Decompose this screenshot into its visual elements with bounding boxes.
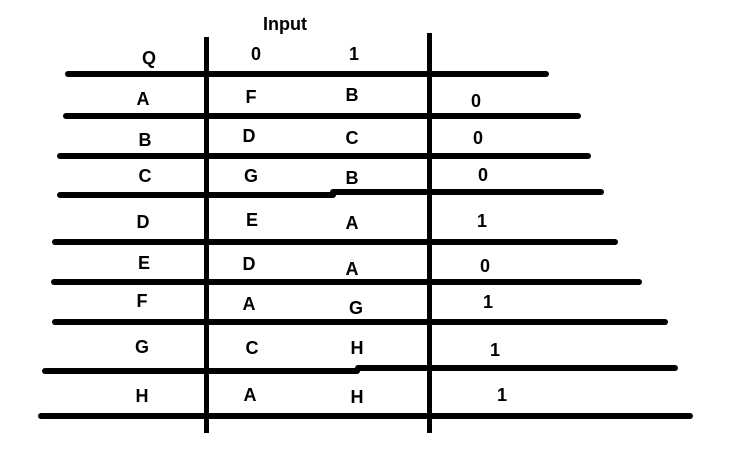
next-state-0-cell: E <box>245 210 259 230</box>
next-state-0-cell: G <box>243 166 259 186</box>
next-state-1-cell: B <box>345 168 359 188</box>
next-state-0-cell: F <box>245 87 257 107</box>
input-1-column-header: 1 <box>348 44 360 64</box>
state-cell: E <box>137 253 151 273</box>
next-state-1-cell: C <box>345 128 359 148</box>
state-cell: F <box>136 291 148 311</box>
output-cell: 1 <box>496 385 508 405</box>
state-cell: A <box>136 89 150 109</box>
next-state-0-cell: A <box>243 385 257 405</box>
next-state-1-cell: A <box>345 213 359 233</box>
header-underline <box>65 71 549 77</box>
next-state-1-cell: B <box>345 85 359 105</box>
output-cell: 1 <box>476 211 488 231</box>
next-state-0-cell: D <box>242 126 256 146</box>
next-state-0-cell: C <box>245 338 259 358</box>
next-state-0-cell: D <box>242 254 256 274</box>
state-column-divider-line <box>204 37 209 433</box>
table-bottom-line <box>38 413 693 419</box>
next-state-0-cell: A <box>242 294 256 314</box>
row-divider-a <box>63 113 581 119</box>
output-cell: 0 <box>479 256 491 276</box>
next-state-1-cell: A <box>345 259 359 279</box>
next-state-1-cell: H <box>350 387 364 407</box>
row-divider-g-right <box>355 365 678 371</box>
output-cell: 0 <box>477 165 489 185</box>
row-divider-b <box>57 153 591 159</box>
row-divider-f <box>52 319 668 325</box>
output-cell: 0 <box>470 91 482 111</box>
input-group-title: Input <box>263 14 307 34</box>
state-cell: B <box>138 130 152 150</box>
output-cell: 1 <box>489 340 501 360</box>
row-divider-g-left <box>42 368 360 374</box>
output-column-divider-line <box>427 33 432 433</box>
row-divider-c-left <box>57 192 336 198</box>
state-cell: H <box>135 386 149 406</box>
state-cell: G <box>134 337 150 357</box>
state-cell: C <box>138 166 152 186</box>
row-divider-c-right <box>330 189 604 195</box>
state-cell: D <box>136 212 150 232</box>
output-cell: 1 <box>482 292 494 312</box>
row-divider-e <box>51 279 642 285</box>
row-divider-d <box>52 239 618 245</box>
state-column-header: Q <box>141 48 157 68</box>
input-0-column-header: 0 <box>250 44 262 64</box>
next-state-1-cell: G <box>348 298 364 318</box>
next-state-1-cell: H <box>350 338 364 358</box>
output-cell: 0 <box>472 128 484 148</box>
